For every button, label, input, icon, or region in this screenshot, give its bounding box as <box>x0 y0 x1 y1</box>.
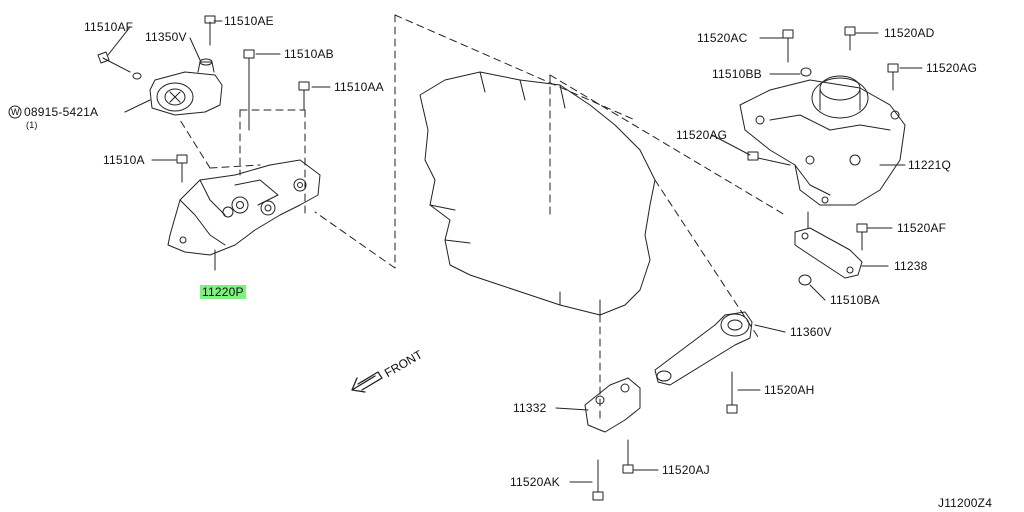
washer-symbol <box>8 105 22 119</box>
label-11520ac[interactable]: 11520AC <box>697 31 748 45</box>
label-11520af[interactable]: 11520AF <box>897 221 947 235</box>
label-11220p[interactable]: 11220P <box>200 285 246 299</box>
label-11510af[interactable]: 11510AF <box>84 20 134 34</box>
label-11520ad[interactable]: 11520AD <box>884 26 935 40</box>
label-11510bb[interactable]: 11510BB <box>712 67 762 81</box>
label-11510ae[interactable]: 11510AE <box>224 14 274 28</box>
bolts-left <box>97 15 310 183</box>
leader-lines <box>107 20 923 483</box>
label-11360v[interactable]: 11360V <box>790 325 832 339</box>
bracket-11332 <box>584 377 641 501</box>
label-w-prefix: W <box>11 107 20 117</box>
label-11510ba[interactable]: 11510BA <box>830 293 880 307</box>
label-11332[interactable]: 11332 <box>513 401 547 415</box>
label-11350v[interactable]: 11350V <box>145 30 187 44</box>
bolts-right <box>747 26 899 166</box>
engine-outline <box>419 71 656 316</box>
projection-lines <box>179 14 786 421</box>
label-08915-qty: (1) <box>26 120 38 130</box>
left-mount-11220p <box>167 159 321 256</box>
label-11510a[interactable]: 11510A <box>103 153 145 167</box>
insulator-11350v <box>149 58 223 116</box>
label-11510aa[interactable]: 11510AA <box>334 80 384 94</box>
label-11520aj[interactable]: 11520AJ <box>662 463 710 477</box>
label-11520ag-left[interactable]: 11520AG <box>676 128 728 142</box>
label-11221q[interactable]: 11221Q <box>908 158 952 172</box>
label-11520ah[interactable]: 11520AH <box>764 383 815 397</box>
label-11520ak[interactable]: 11520AK <box>510 475 560 489</box>
label-08915-5421a[interactable]: 08915-5421A <box>24 105 99 119</box>
bracket-11238 <box>794 211 868 286</box>
label-11520ag-right[interactable]: 11520AG <box>926 61 978 75</box>
diagram-code: J11200Z4 <box>938 496 993 510</box>
label-11238[interactable]: 11238 <box>894 259 928 273</box>
torque-rod-11360v <box>654 311 753 414</box>
label-11510ab[interactable]: 11510AB <box>284 47 334 61</box>
front-arrow <box>351 371 383 393</box>
bracket-11221q <box>739 75 906 206</box>
